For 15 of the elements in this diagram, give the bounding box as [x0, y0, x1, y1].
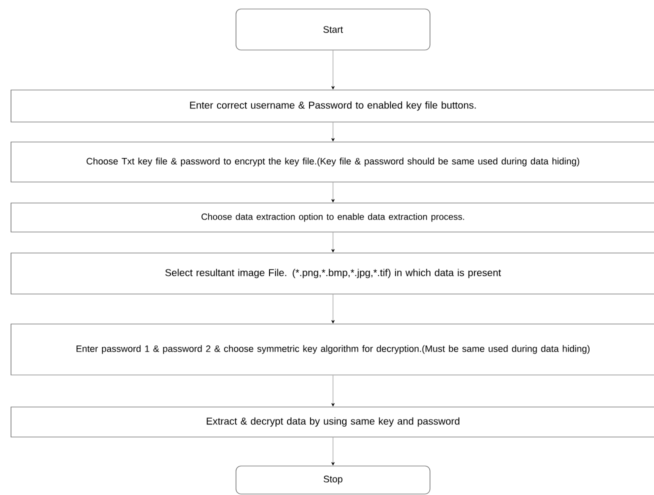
- arrow: [331, 50, 335, 90]
- arrow: [331, 294, 335, 324]
- process-box: Choose data extraction option to enable data extraction process.: [10, 202, 654, 232]
- process-box: Enter password 1 & password 2 & choose symmetric key algorithm for decryption.(Must be same used during data hiding): [10, 324, 654, 376]
- process-box: Select resultant image File. (*.png,*.bmp,*.jpg,*.tif) in which data is present: [10, 252, 654, 294]
- arrow: [331, 232, 335, 252]
- arrow: [331, 122, 335, 142]
- process-box: Choose Txt key file & password to encrypt the key file.(Key file & password should be same used during data hiding): [10, 142, 654, 182]
- process-box: Extract & decrypt data by using same key and password: [10, 406, 654, 438]
- terminal-box: Stop: [236, 466, 430, 494]
- process-box: Enter correct username & Password to enabled key file buttons.: [10, 90, 654, 122]
- terminal-box: Start: [236, 8, 430, 50]
- arrow: [331, 375, 335, 406]
- arrow: [331, 437, 335, 466]
- arrow: [331, 182, 335, 202]
